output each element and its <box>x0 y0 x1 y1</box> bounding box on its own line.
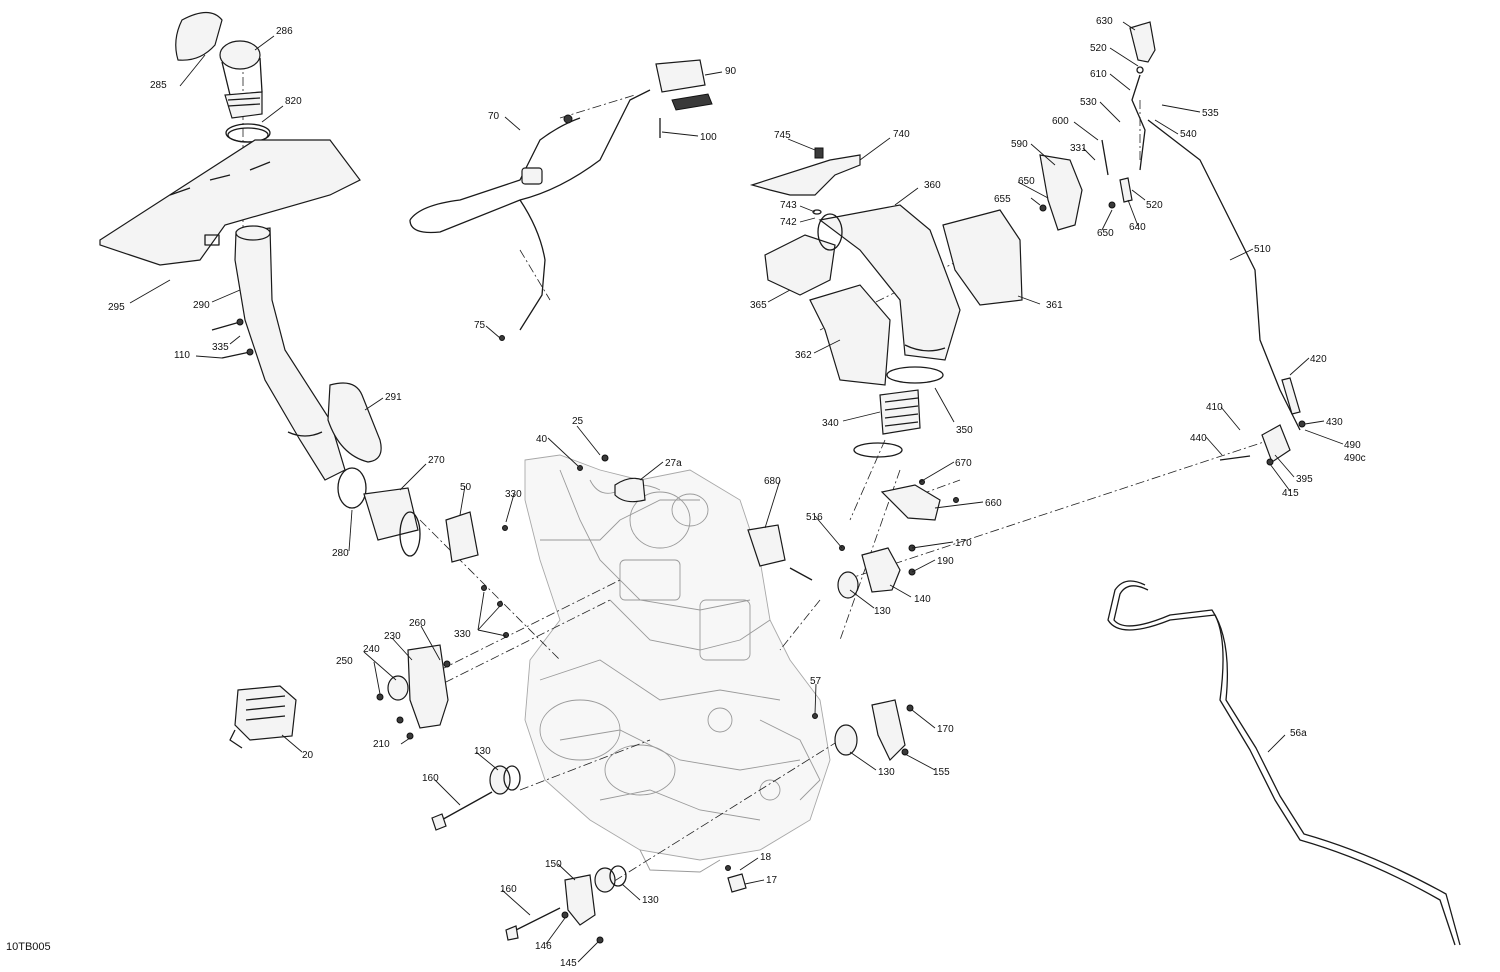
callout-360: 360 <box>924 180 941 191</box>
callout-150: 150 <box>545 859 562 870</box>
callout-130b: 130 <box>878 767 895 778</box>
callout-190: 190 <box>937 556 954 567</box>
sensor-harness <box>409 89 651 341</box>
callout-340: 340 <box>822 418 839 429</box>
callout-490c: 490c <box>1344 453 1366 464</box>
drawing-reference-code: 10TB005 <box>6 941 51 953</box>
callout-20: 20 <box>302 750 314 761</box>
callout-170a: 170 <box>955 538 972 549</box>
callout-740: 740 <box>893 129 910 140</box>
callout-110: 110 <box>174 350 190 361</box>
callout-280: 280 <box>332 548 349 559</box>
callout-530: 530 <box>1080 97 1097 108</box>
callout-285: 285 <box>150 80 167 91</box>
callout-240: 240 <box>363 644 380 655</box>
engine-mounts <box>376 454 959 944</box>
callout-361: 361 <box>1046 300 1063 311</box>
callout-260: 260 <box>409 618 426 629</box>
callout-362: 362 <box>795 350 812 361</box>
callout-640: 640 <box>1129 222 1146 233</box>
callout-18: 18 <box>760 852 772 863</box>
callout-520b: 520 <box>1146 200 1163 211</box>
callout-520a: 520 <box>1090 43 1107 54</box>
callout-57: 57 <box>810 676 822 687</box>
callout-155: 155 <box>933 767 950 778</box>
callout-140: 140 <box>914 594 931 605</box>
callout-743: 743 <box>780 200 797 211</box>
callout-17: 17 <box>766 875 778 886</box>
callout-440: 440 <box>1190 433 1207 444</box>
callout-270: 270 <box>428 455 445 466</box>
callout-680: 680 <box>764 476 781 487</box>
callout-331: 331 <box>1070 143 1087 154</box>
callout-250: 250 <box>336 656 353 667</box>
callout-230: 230 <box>384 631 401 642</box>
callout-350: 350 <box>956 425 973 436</box>
callout-40: 40 <box>536 434 548 445</box>
callout-90: 90 <box>725 66 737 77</box>
callout-670: 670 <box>955 458 972 469</box>
bolt-110-335 <box>211 318 254 359</box>
callout-130c: 130 <box>474 746 491 757</box>
callout-25: 25 <box>572 416 584 427</box>
callout-160b: 160 <box>500 884 517 895</box>
callout-415: 415 <box>1282 488 1299 499</box>
callout-286: 286 <box>276 26 293 37</box>
air-intake-duct-icon <box>99 11 421 557</box>
callout-655: 655 <box>994 194 1011 205</box>
callout-75: 75 <box>474 320 486 331</box>
callout-335: 335 <box>212 342 229 353</box>
callout-430: 430 <box>1326 417 1343 428</box>
callout-160a: 160 <box>422 773 439 784</box>
callout-745: 745 <box>774 130 791 141</box>
ecu-module <box>229 685 297 749</box>
callout-130a: 130 <box>874 606 891 617</box>
callout-146: 146 <box>535 941 552 952</box>
callout-490: 490 <box>1344 440 1361 451</box>
callout-630: 630 <box>1096 16 1113 27</box>
callout-650a: 650 <box>1018 176 1035 187</box>
callout-540: 540 <box>1180 129 1197 140</box>
leader-lines <box>129 21 1344 963</box>
callout-535: 535 <box>1202 108 1219 119</box>
engine-block-icon <box>524 454 831 873</box>
callout-291: 291 <box>385 392 402 403</box>
callout-510: 510 <box>1254 244 1271 255</box>
callout-labels: 285 286 820 295 290 335 110 291 270 280 … <box>108 16 1366 969</box>
callout-50: 50 <box>460 482 472 493</box>
callout-820: 820 <box>285 96 302 107</box>
gear-shifter-icon <box>1039 21 1306 466</box>
callout-600: 600 <box>1052 116 1069 127</box>
callout-27a: 27a <box>665 458 682 469</box>
callout-100: 100 <box>700 132 717 143</box>
callout-330a: 330 <box>505 489 522 500</box>
callout-516: 516 <box>806 512 823 523</box>
callout-590: 590 <box>1011 139 1028 150</box>
callout-650b: 650 <box>1097 228 1114 239</box>
callout-295: 295 <box>108 302 125 313</box>
callout-742: 742 <box>780 217 797 228</box>
callout-660: 660 <box>985 498 1002 509</box>
callout-330b: 330 <box>454 629 471 640</box>
callout-170b: 170 <box>937 724 954 735</box>
callout-420: 420 <box>1310 354 1327 365</box>
callout-290: 290 <box>193 300 210 311</box>
callout-410: 410 <box>1206 402 1223 413</box>
callout-395: 395 <box>1296 474 1313 485</box>
callout-610: 610 <box>1090 69 1107 80</box>
callout-365: 365 <box>750 300 767 311</box>
breather-hose <box>1107 580 1461 946</box>
callout-145: 145 <box>560 958 577 969</box>
air-box <box>749 147 1023 458</box>
callout-130d: 130 <box>642 895 659 906</box>
callout-70: 70 <box>488 111 500 122</box>
throttle-body <box>655 59 713 138</box>
callout-210: 210 <box>373 739 390 750</box>
callout-56a: 56a <box>1290 728 1307 739</box>
